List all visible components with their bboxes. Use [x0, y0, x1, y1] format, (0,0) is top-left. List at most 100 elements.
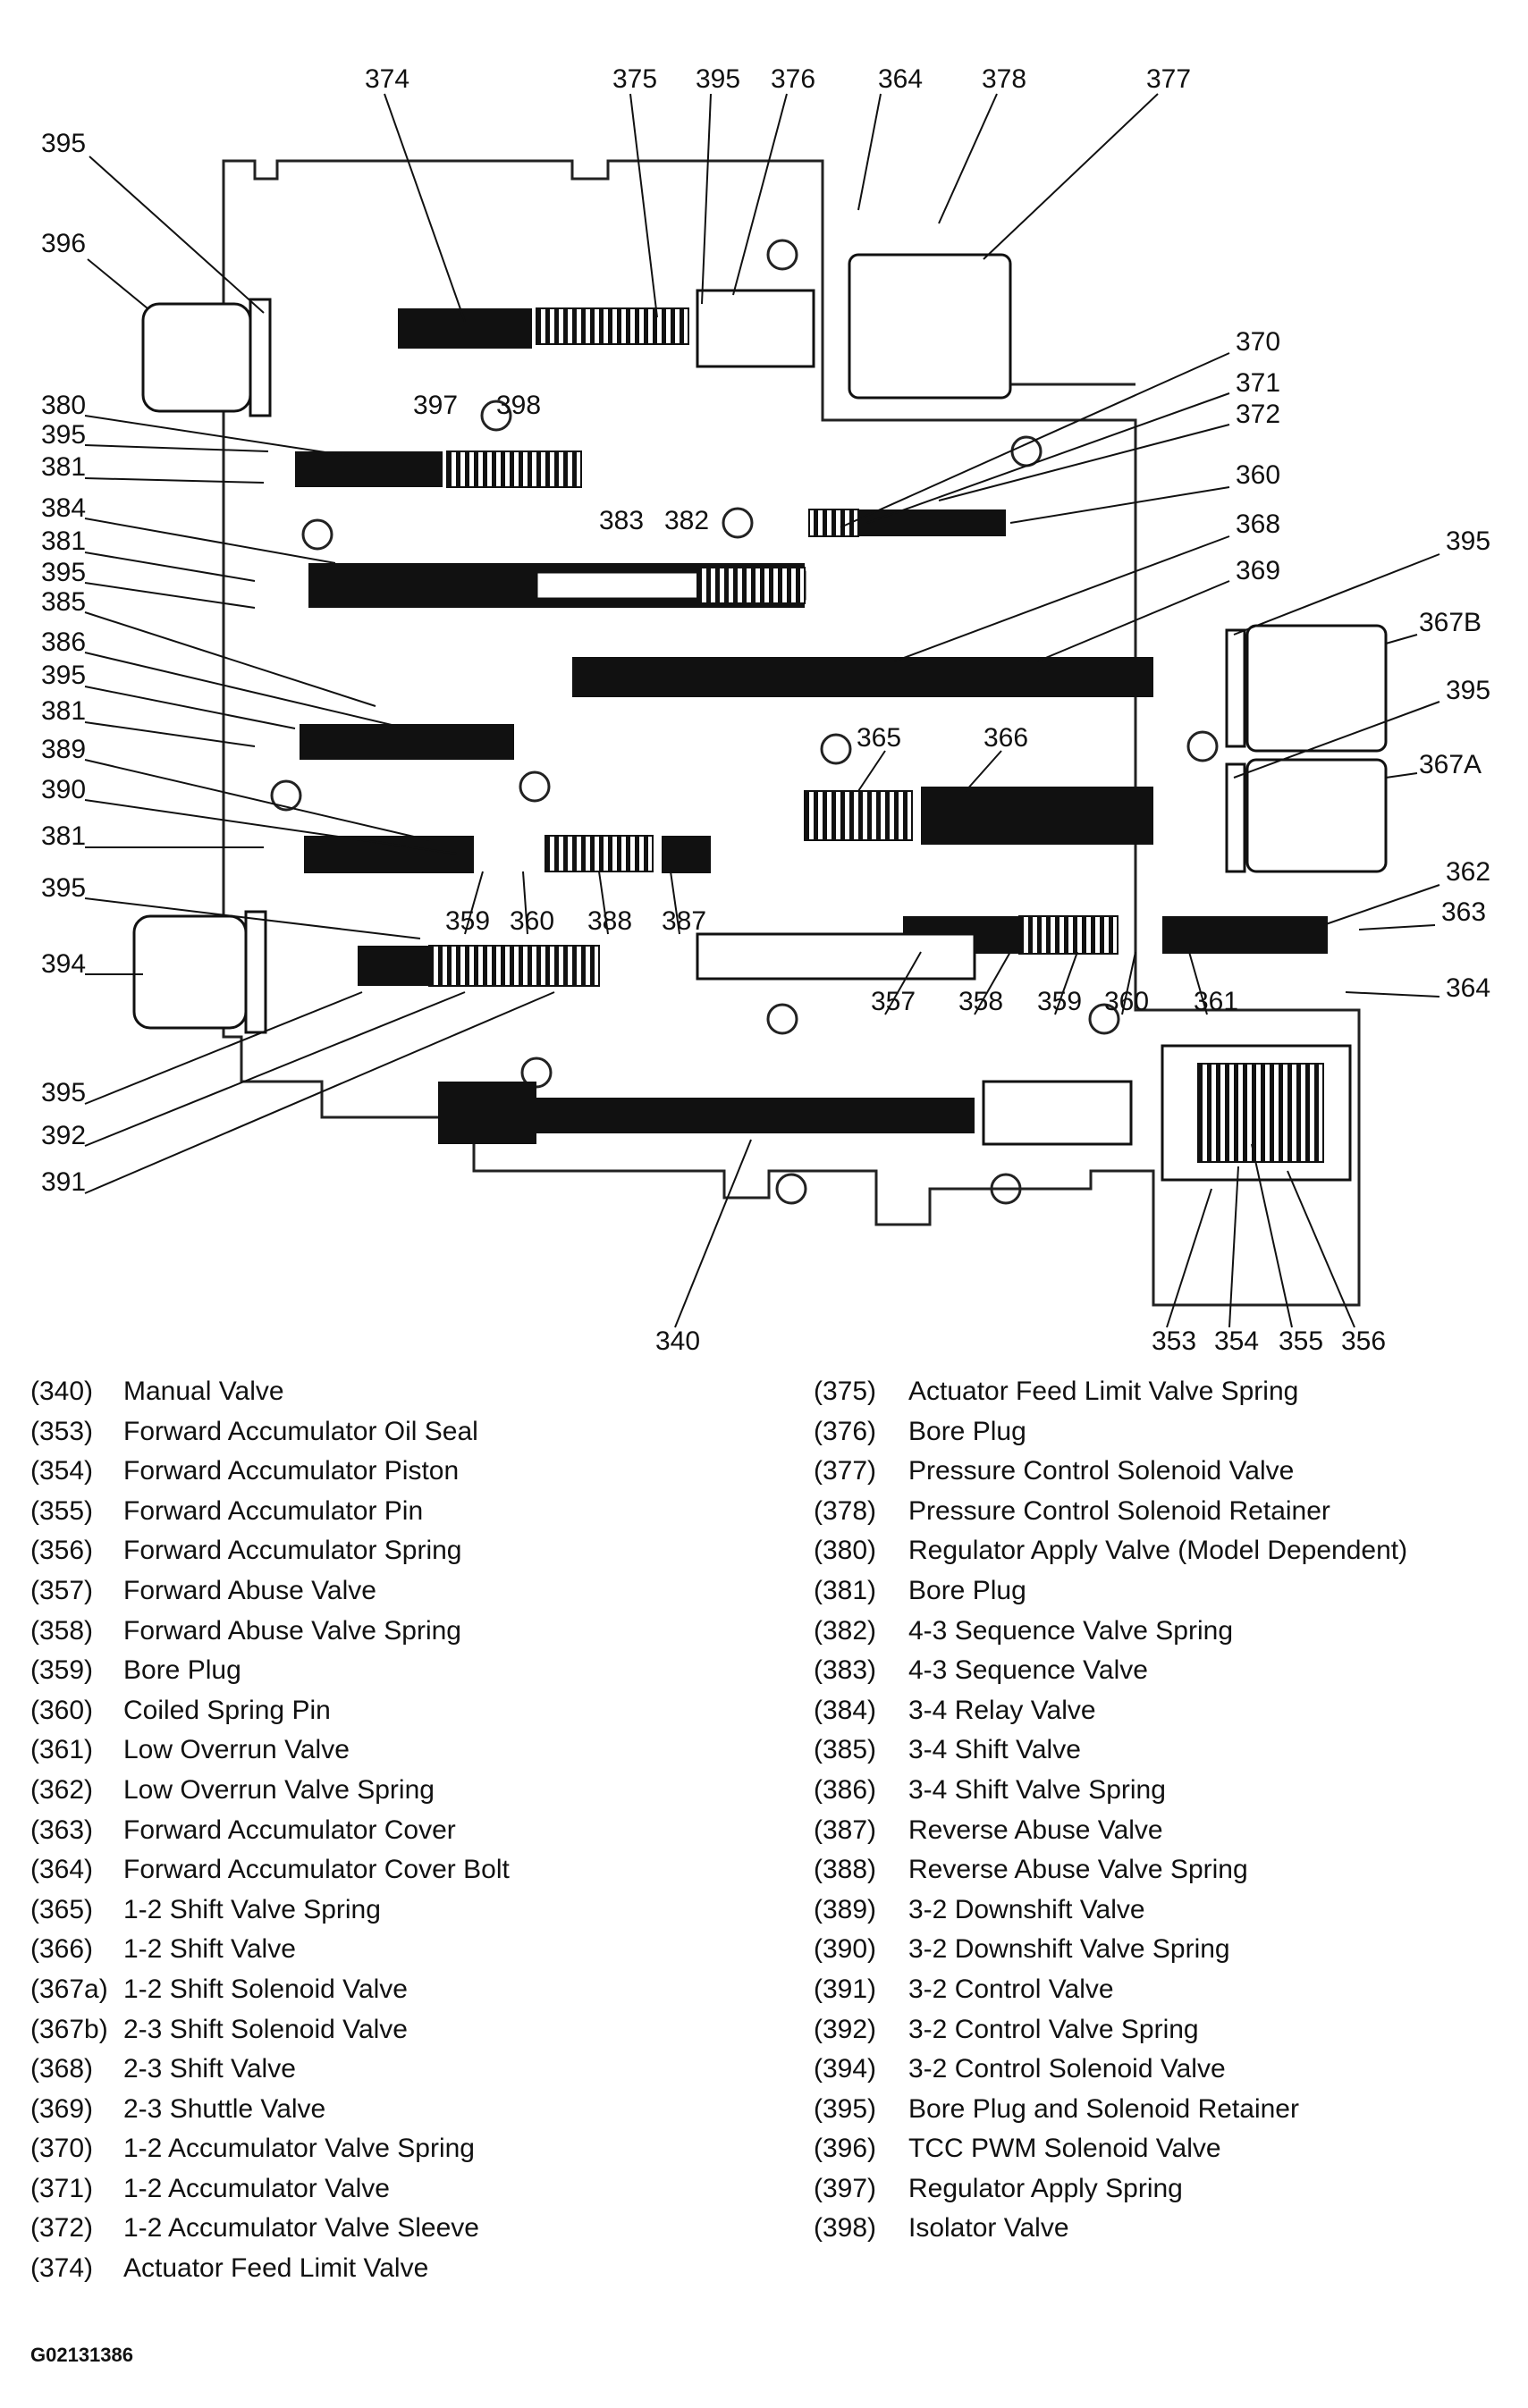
- callout-label: 398: [496, 391, 541, 420]
- legend-label: Coiled Spring Pin: [123, 1695, 331, 1725]
- legend-code: (367a): [30, 1974, 108, 2004]
- callout-label: 371: [1236, 368, 1280, 398]
- legend-item: (383)4-3 Sequence Valve: [814, 1651, 1511, 1691]
- callout-label: 395: [696, 64, 740, 94]
- legend-item: (360) Coiled Spring Pin: [30, 1691, 781, 1731]
- legend-code: (364): [30, 1855, 94, 1885]
- callout-label: 356: [1341, 1326, 1386, 1356]
- legend-code: (372): [30, 2213, 94, 2244]
- holes: [270, 239, 1219, 1205]
- callout-label: 395: [41, 1078, 86, 1107]
- legend-code: (376): [814, 1416, 877, 1446]
- solenoids: [132, 253, 1388, 1034]
- figure-id: G02131386: [30, 2344, 133, 2366]
- legend-item: (357) Forward Abuse Valve: [30, 1571, 781, 1612]
- callout-label: 395: [41, 661, 86, 690]
- legend-left-column: (340)Manual Valve(353)Forward Accumulato…: [30, 1372, 781, 2289]
- legend-label: Forward Accumulator Cover Bolt: [123, 1855, 510, 1885]
- callout-label: 357: [871, 987, 916, 1016]
- legend-item: (397)Regulator Apply Spring: [814, 2169, 1511, 2210]
- legend-label: Forward Accumulator Oil Seal: [123, 1416, 478, 1446]
- callout-label: 358: [958, 987, 1003, 1016]
- legend-label: 1-2 Accumulator Valve: [123, 2173, 390, 2203]
- legend-label: 3-4 Relay Valve: [908, 1695, 1096, 1725]
- callout-label: 391: [41, 1167, 86, 1197]
- legend-code: (360): [30, 1695, 94, 1725]
- legend-item: (361)Low Overrun Valve: [30, 1730, 781, 1771]
- legend-code: (380): [814, 1536, 877, 1566]
- legend-item: (375)Actuator Feed Limit Valve Spring: [814, 1372, 1511, 1412]
- legend-label: 4-3 Sequence Valve Spring: [908, 1615, 1234, 1646]
- legend-label: Isolator Valve: [908, 2213, 1069, 2244]
- legend-code: (371): [30, 2173, 94, 2203]
- callout-label: 395: [1446, 526, 1490, 556]
- callout-label: 385: [41, 587, 86, 617]
- legend-item: (382) 4-3 Sequence Valve Spring: [814, 1612, 1511, 1652]
- legend-code: (357): [30, 1575, 94, 1605]
- legend-item: (389)3-2 Downshift Valve: [814, 1890, 1511, 1931]
- leader-lines: [84, 93, 1440, 1328]
- callout-label: 368: [1236, 509, 1280, 539]
- legend-item: (354)Forward Accumulator Piston: [30, 1452, 781, 1492]
- callout-label: 386: [41, 627, 86, 657]
- callout-label: 367B: [1419, 608, 1482, 637]
- callout-label: 360: [510, 906, 554, 936]
- callout-label: 354: [1214, 1326, 1259, 1356]
- callout-label: 375: [612, 64, 657, 94]
- legend-label: Regulator Apply Valve (Model Dependent): [908, 1536, 1408, 1566]
- callout-label: 369: [1236, 556, 1280, 585]
- legend-label: 1-2 Shift Valve Spring: [123, 1894, 381, 1924]
- callout-label: 382: [664, 506, 709, 535]
- legend-code: (384): [814, 1695, 877, 1725]
- callout-label: 381: [41, 452, 86, 482]
- legend-code: (394): [814, 2054, 877, 2084]
- legend-label: 1-2 Accumulator Valve Spring: [123, 2134, 475, 2164]
- callout-label: 376: [771, 64, 815, 94]
- callout-label: 366: [983, 723, 1028, 753]
- legend-label: Forward Accumulator Spring: [123, 1536, 462, 1566]
- callout-label: 364: [878, 64, 923, 94]
- legend-item: (370)1-2 Accumulator Valve Spring: [30, 2129, 781, 2169]
- legend-code: (340): [30, 1377, 94, 1406]
- legend-label: Reverse Abuse Valve: [908, 1814, 1163, 1845]
- legend-item: (390) 3-2 Downshift Valve Spring: [814, 1930, 1511, 1970]
- legend-label: TCC PWM Solenoid Valve: [908, 2134, 1221, 2164]
- callout-label: 353: [1152, 1326, 1196, 1356]
- legend-label: Pressure Control Solenoid Valve: [908, 1456, 1295, 1486]
- callout-label: 395: [41, 129, 86, 158]
- legend-code: (395): [814, 2093, 877, 2124]
- legend-item: (392)3-2 Control Valve Spring: [814, 2010, 1511, 2050]
- legend-label: Forward Accumulator Piston: [123, 1456, 460, 1486]
- legend-label: 3-2 Downshift Valve Spring: [908, 1934, 1230, 1965]
- legend-label: 2-3 Shift Valve: [123, 2054, 296, 2084]
- callout-label: 395: [41, 873, 86, 903]
- legend-item: (395)Bore Plug and Solenoid Retainer: [814, 2090, 1511, 2130]
- legend-code: (363): [30, 1814, 94, 1845]
- legend-label: 3-2 Downshift Valve: [908, 1894, 1145, 1924]
- legend-label: 4-3 Sequence Valve: [908, 1655, 1148, 1686]
- legend-code: (366): [30, 1934, 94, 1965]
- callout-label: 392: [41, 1121, 86, 1150]
- callout-label: 381: [41, 821, 86, 851]
- legend-item: (369)2-3 Shuttle Valve: [30, 2090, 781, 2130]
- legend-code: (396): [814, 2134, 877, 2164]
- legend-item: (371) 1-2 Accumulator Valve: [30, 2169, 781, 2210]
- legend-code: (358): [30, 1615, 94, 1646]
- callout-label: 359: [1037, 987, 1082, 1016]
- callout-label: 340: [655, 1326, 700, 1356]
- legend-code: (382): [814, 1615, 877, 1646]
- callout-label: 360: [1104, 987, 1149, 1016]
- callout-label: 395: [1446, 676, 1490, 705]
- legend-code: (390): [814, 1934, 877, 1965]
- legend-code: (369): [30, 2093, 94, 2124]
- legend-label: Bore Plug: [908, 1416, 1026, 1446]
- legend-code: (356): [30, 1536, 94, 1566]
- legend-label: 2-3 Shift Solenoid Valve: [123, 2014, 408, 2044]
- callout-label: 388: [587, 906, 632, 936]
- legend-item: (384) 3-4 Relay Valve: [814, 1691, 1511, 1731]
- legend-label: Actuator Feed Limit Valve Spring: [908, 1377, 1299, 1406]
- legend-label: Forward Abuse Valve: [123, 1575, 376, 1605]
- callout-label: 359: [445, 906, 490, 936]
- callout-label: 360: [1236, 460, 1280, 490]
